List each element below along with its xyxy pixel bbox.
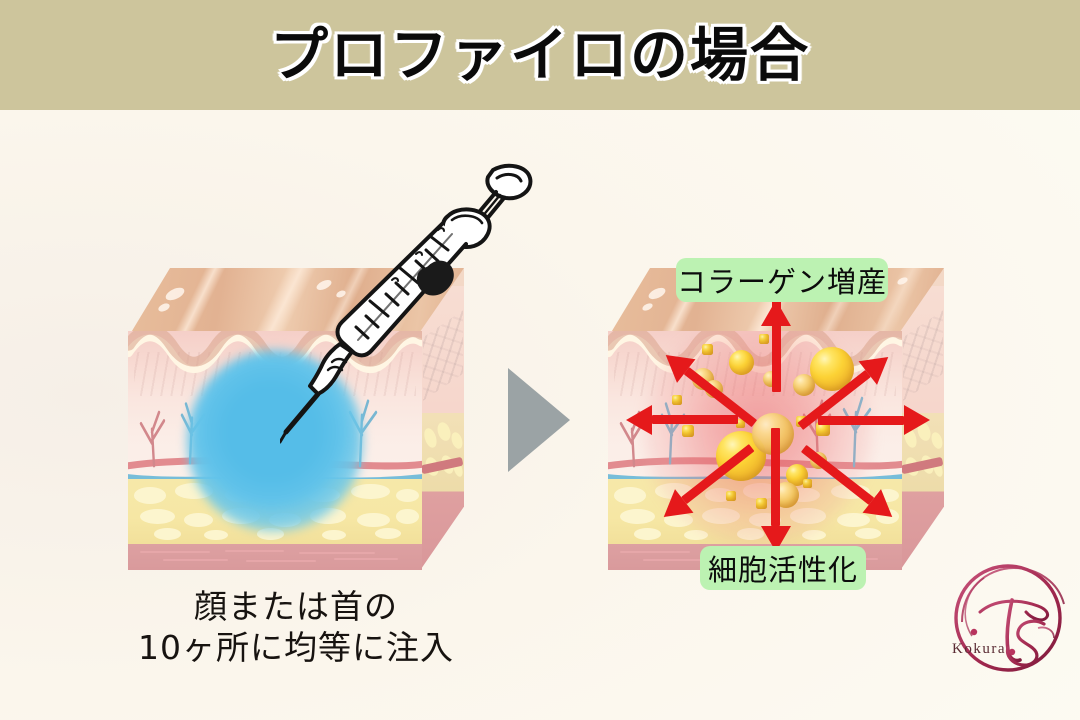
skin-pore-icon xyxy=(163,285,187,303)
caption-line-1: 顔または首の xyxy=(194,587,398,626)
header-band: プロファイロの場合 xyxy=(0,0,1080,110)
activated-cell xyxy=(702,343,714,355)
activated-cell xyxy=(681,425,694,438)
arrow-northwest xyxy=(656,343,757,428)
left-caption: 顔または首の 10ヶ所に均等に注入 xyxy=(96,586,496,669)
badge-collagen-label: コラーゲン増産 xyxy=(676,265,887,299)
skin-pore-icon xyxy=(157,301,172,314)
activated-cell xyxy=(786,464,809,487)
activated-cell xyxy=(671,394,682,405)
activated-cell xyxy=(725,491,736,502)
syringe-icon xyxy=(278,158,550,458)
arrow-southwest xyxy=(654,444,755,529)
activated-cell xyxy=(802,479,812,489)
caption-line-2: 10ヶ所に均等に注入 xyxy=(138,628,454,668)
clinic-logo: Kokura xyxy=(946,556,1074,684)
activated-cell xyxy=(759,334,770,345)
left-skin-block xyxy=(128,268,464,570)
activated-cell xyxy=(755,497,767,509)
activated-cell xyxy=(735,419,745,428)
skin-cross-section xyxy=(128,331,422,570)
badge-cell-activation: 細胞活性化 xyxy=(700,546,866,590)
badge-collagen: コラーゲン増産 xyxy=(676,258,888,302)
process-arrow-icon xyxy=(508,368,570,472)
radiating-arrows xyxy=(608,268,944,570)
activated-cell xyxy=(816,422,831,437)
page-title: プロファイロの場合 xyxy=(269,21,810,89)
muscle-layer xyxy=(128,543,422,570)
activated-cell xyxy=(728,349,754,375)
badge-cell-activation-label: 細胞活性化 xyxy=(707,553,858,587)
arrow-southeast xyxy=(801,444,902,529)
logo-wordmark: Kokura xyxy=(952,641,1006,657)
activated-cell xyxy=(792,373,815,396)
